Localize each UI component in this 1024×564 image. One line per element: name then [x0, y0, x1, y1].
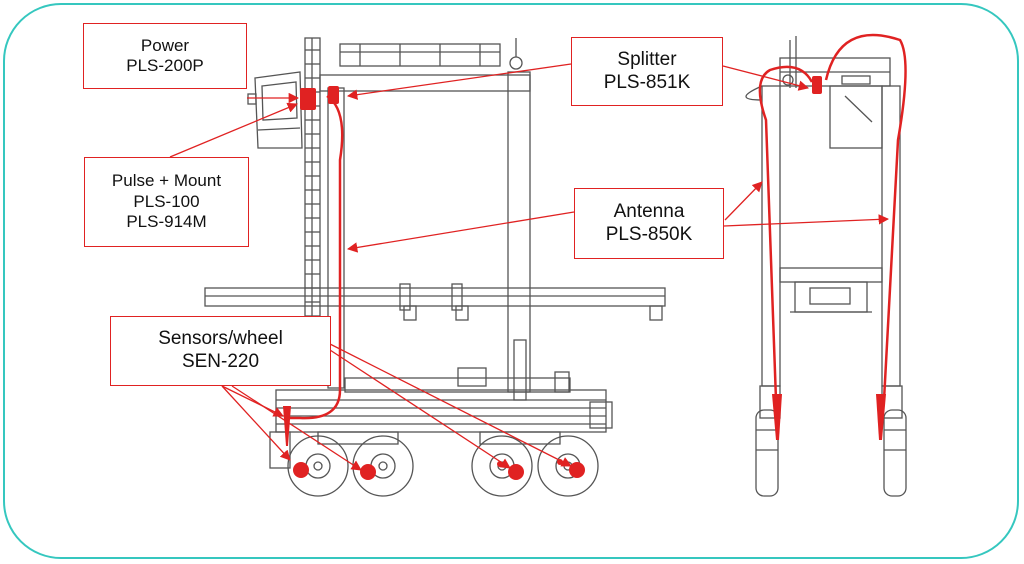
antenna-front-right-icon — [876, 394, 886, 440]
callout-power-model: PLS-200P — [126, 56, 204, 75]
callout-antenna-title: Antenna — [613, 200, 685, 222]
callout-sensors-model: SEN-220 — [181, 351, 260, 372]
callout-sensors-title: Sensors/wheel — [158, 328, 283, 350]
callout-splitter: Splitter PLS-851K — [571, 37, 723, 106]
callout-power: Power PLS-200P — [83, 23, 247, 89]
ladder-mast — [304, 37, 321, 329]
rounded-frame — [3, 3, 1019, 559]
front-splitter-icon — [812, 76, 822, 94]
splitter-unit-icon — [328, 86, 339, 104]
callout-antenna-model: PLS-850K — [605, 223, 693, 245]
system-components — [283, 33, 907, 480]
callout-splitter-model: PLS-851K — [603, 71, 691, 93]
wheel-sensors — [293, 459, 585, 480]
antenna-front-left-icon — [772, 394, 782, 440]
power-unit-icon — [300, 88, 316, 110]
callout-pulse-model: PLS-100 — [133, 191, 200, 211]
callout-mount-model: PLS-914M — [126, 212, 207, 232]
antenna-side-icon — [283, 406, 291, 446]
wheel-4 — [537, 435, 599, 497]
leader-lines — [169, 63, 890, 471]
callout-pulse-title: Pulse + Mount — [111, 171, 222, 191]
side-view — [204, 37, 666, 497]
wheel-2 — [352, 435, 414, 497]
operator-cab-icon — [247, 71, 303, 149]
callout-pulse-mount: Pulse + Mount PLS-100 PLS-914M — [84, 157, 249, 247]
callout-splitter-title: Splitter — [617, 48, 677, 70]
front-view — [745, 36, 907, 497]
callout-power-title: Power — [140, 35, 190, 55]
callout-sensors: Sensors/wheel SEN-220 — [110, 316, 331, 386]
callout-antenna: Antenna PLS-850K — [574, 188, 724, 259]
